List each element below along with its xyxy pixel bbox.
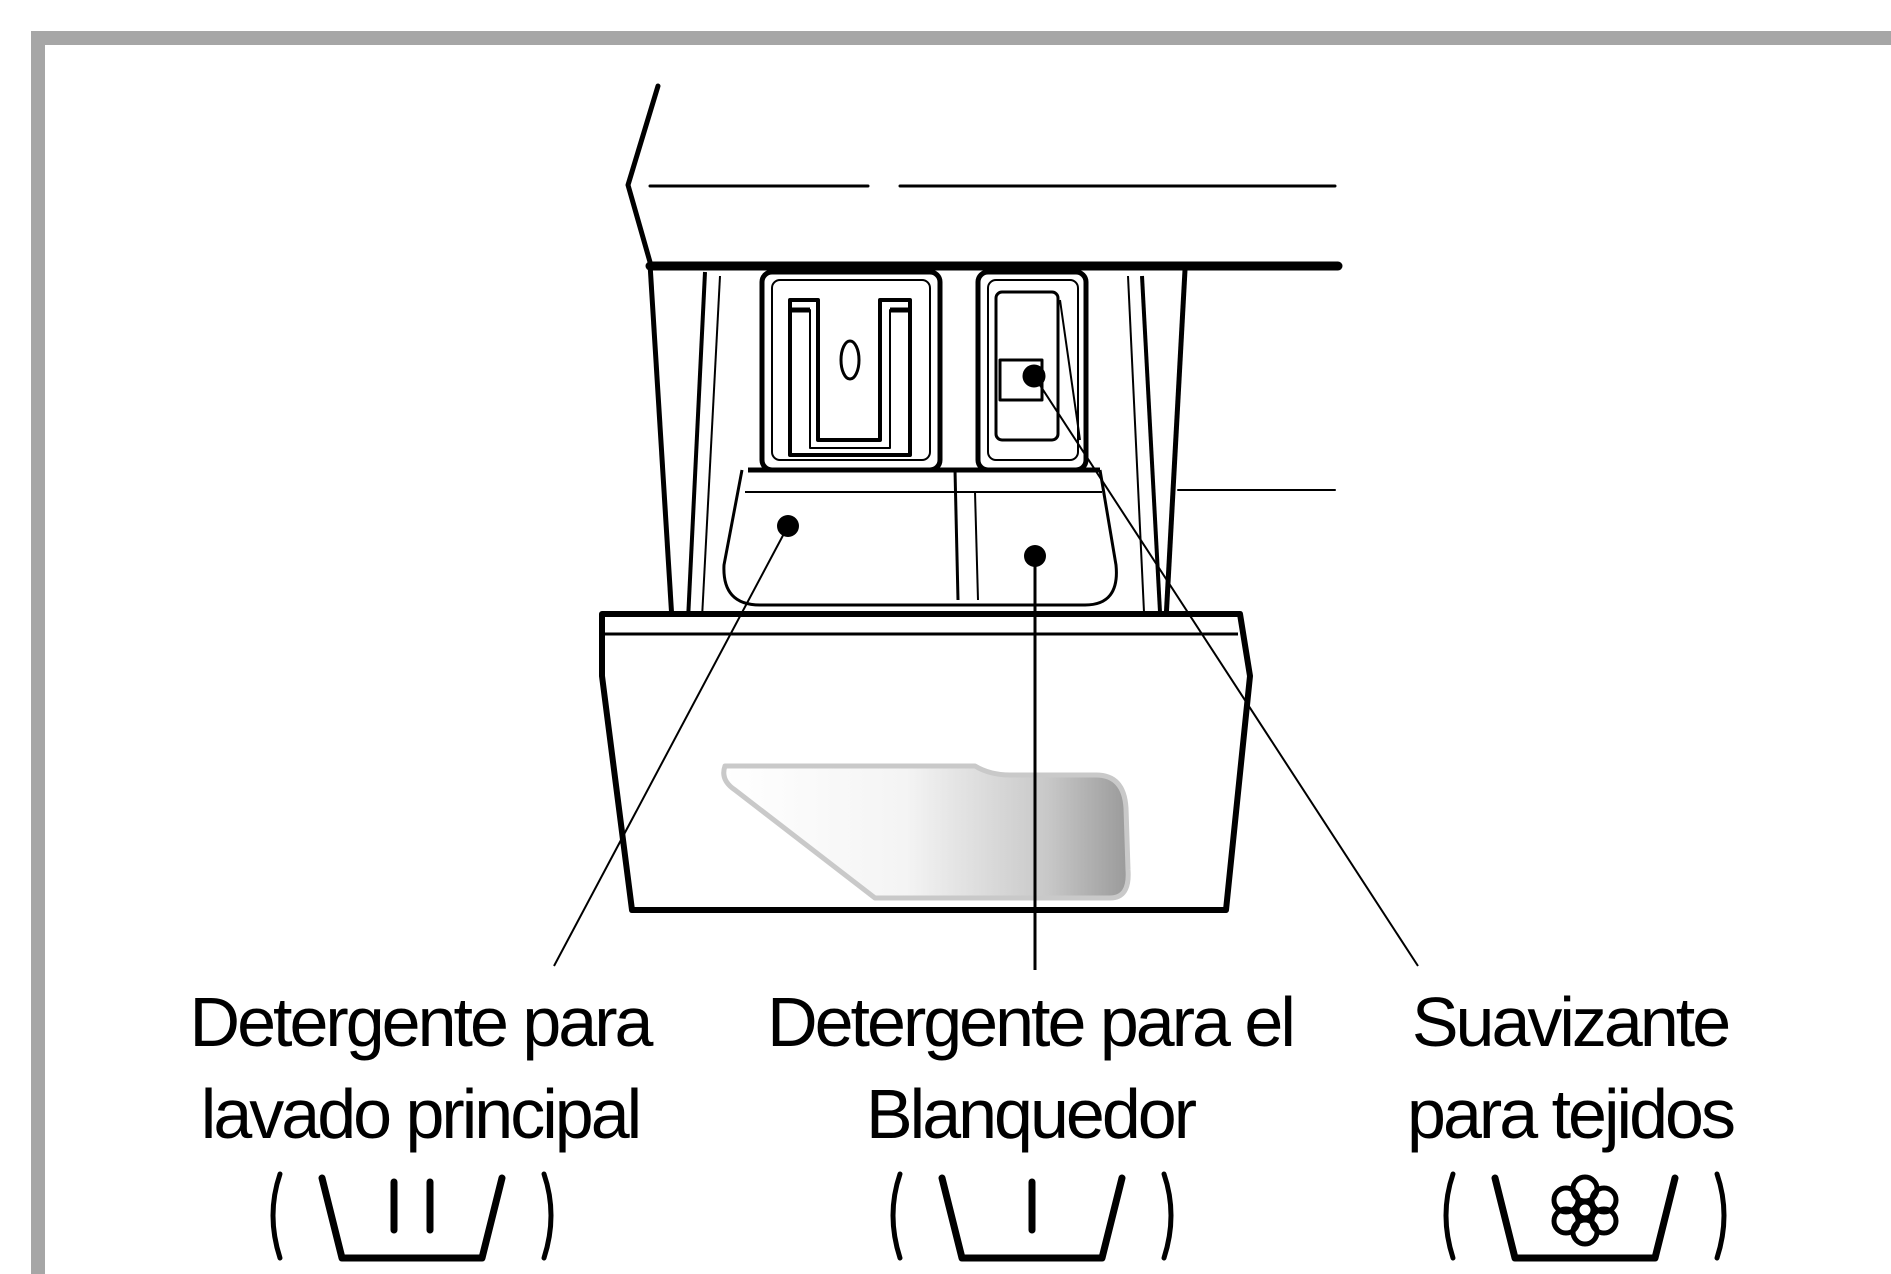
main-wash-leader-line: [553, 525, 789, 967]
softener-leader-line: [1033, 375, 1419, 967]
label-main-wash-line1: Detergente para: [189, 983, 654, 1061]
softener-siphon: [975, 269, 1089, 473]
label-bleach: Detergente para el Blanquedor: [730, 976, 1330, 1160]
machine-panel: [625, 83, 1343, 491]
tub-with-flower-icon: [1443, 1171, 1727, 1262]
drawer-front: [599, 611, 1253, 913]
label-softener: Suavizante para tejidos: [1355, 976, 1785, 1160]
label-bleach-line1: Detergente para el: [767, 983, 1296, 1061]
label-softener-line2: para tejidos: [1407, 1075, 1736, 1153]
tub-with-one-bar-icon: [890, 1171, 1174, 1262]
leader-lines: [553, 375, 1419, 970]
drawer-handle: [721, 763, 1131, 901]
label-softener-line1: Suavizante: [1411, 983, 1731, 1061]
tub-with-two-bars-icon: [270, 1171, 554, 1262]
label-bleach-line2: Blanquedor: [865, 1075, 1197, 1153]
label-main-wash: Detergente para lavado principal: [150, 976, 690, 1160]
label-main-wash-line2: lavado principal: [200, 1075, 642, 1153]
frame-border: [31, 31, 1891, 1274]
drawer-cavity: [647, 263, 1188, 621]
main-wash-siphon: [759, 269, 943, 473]
